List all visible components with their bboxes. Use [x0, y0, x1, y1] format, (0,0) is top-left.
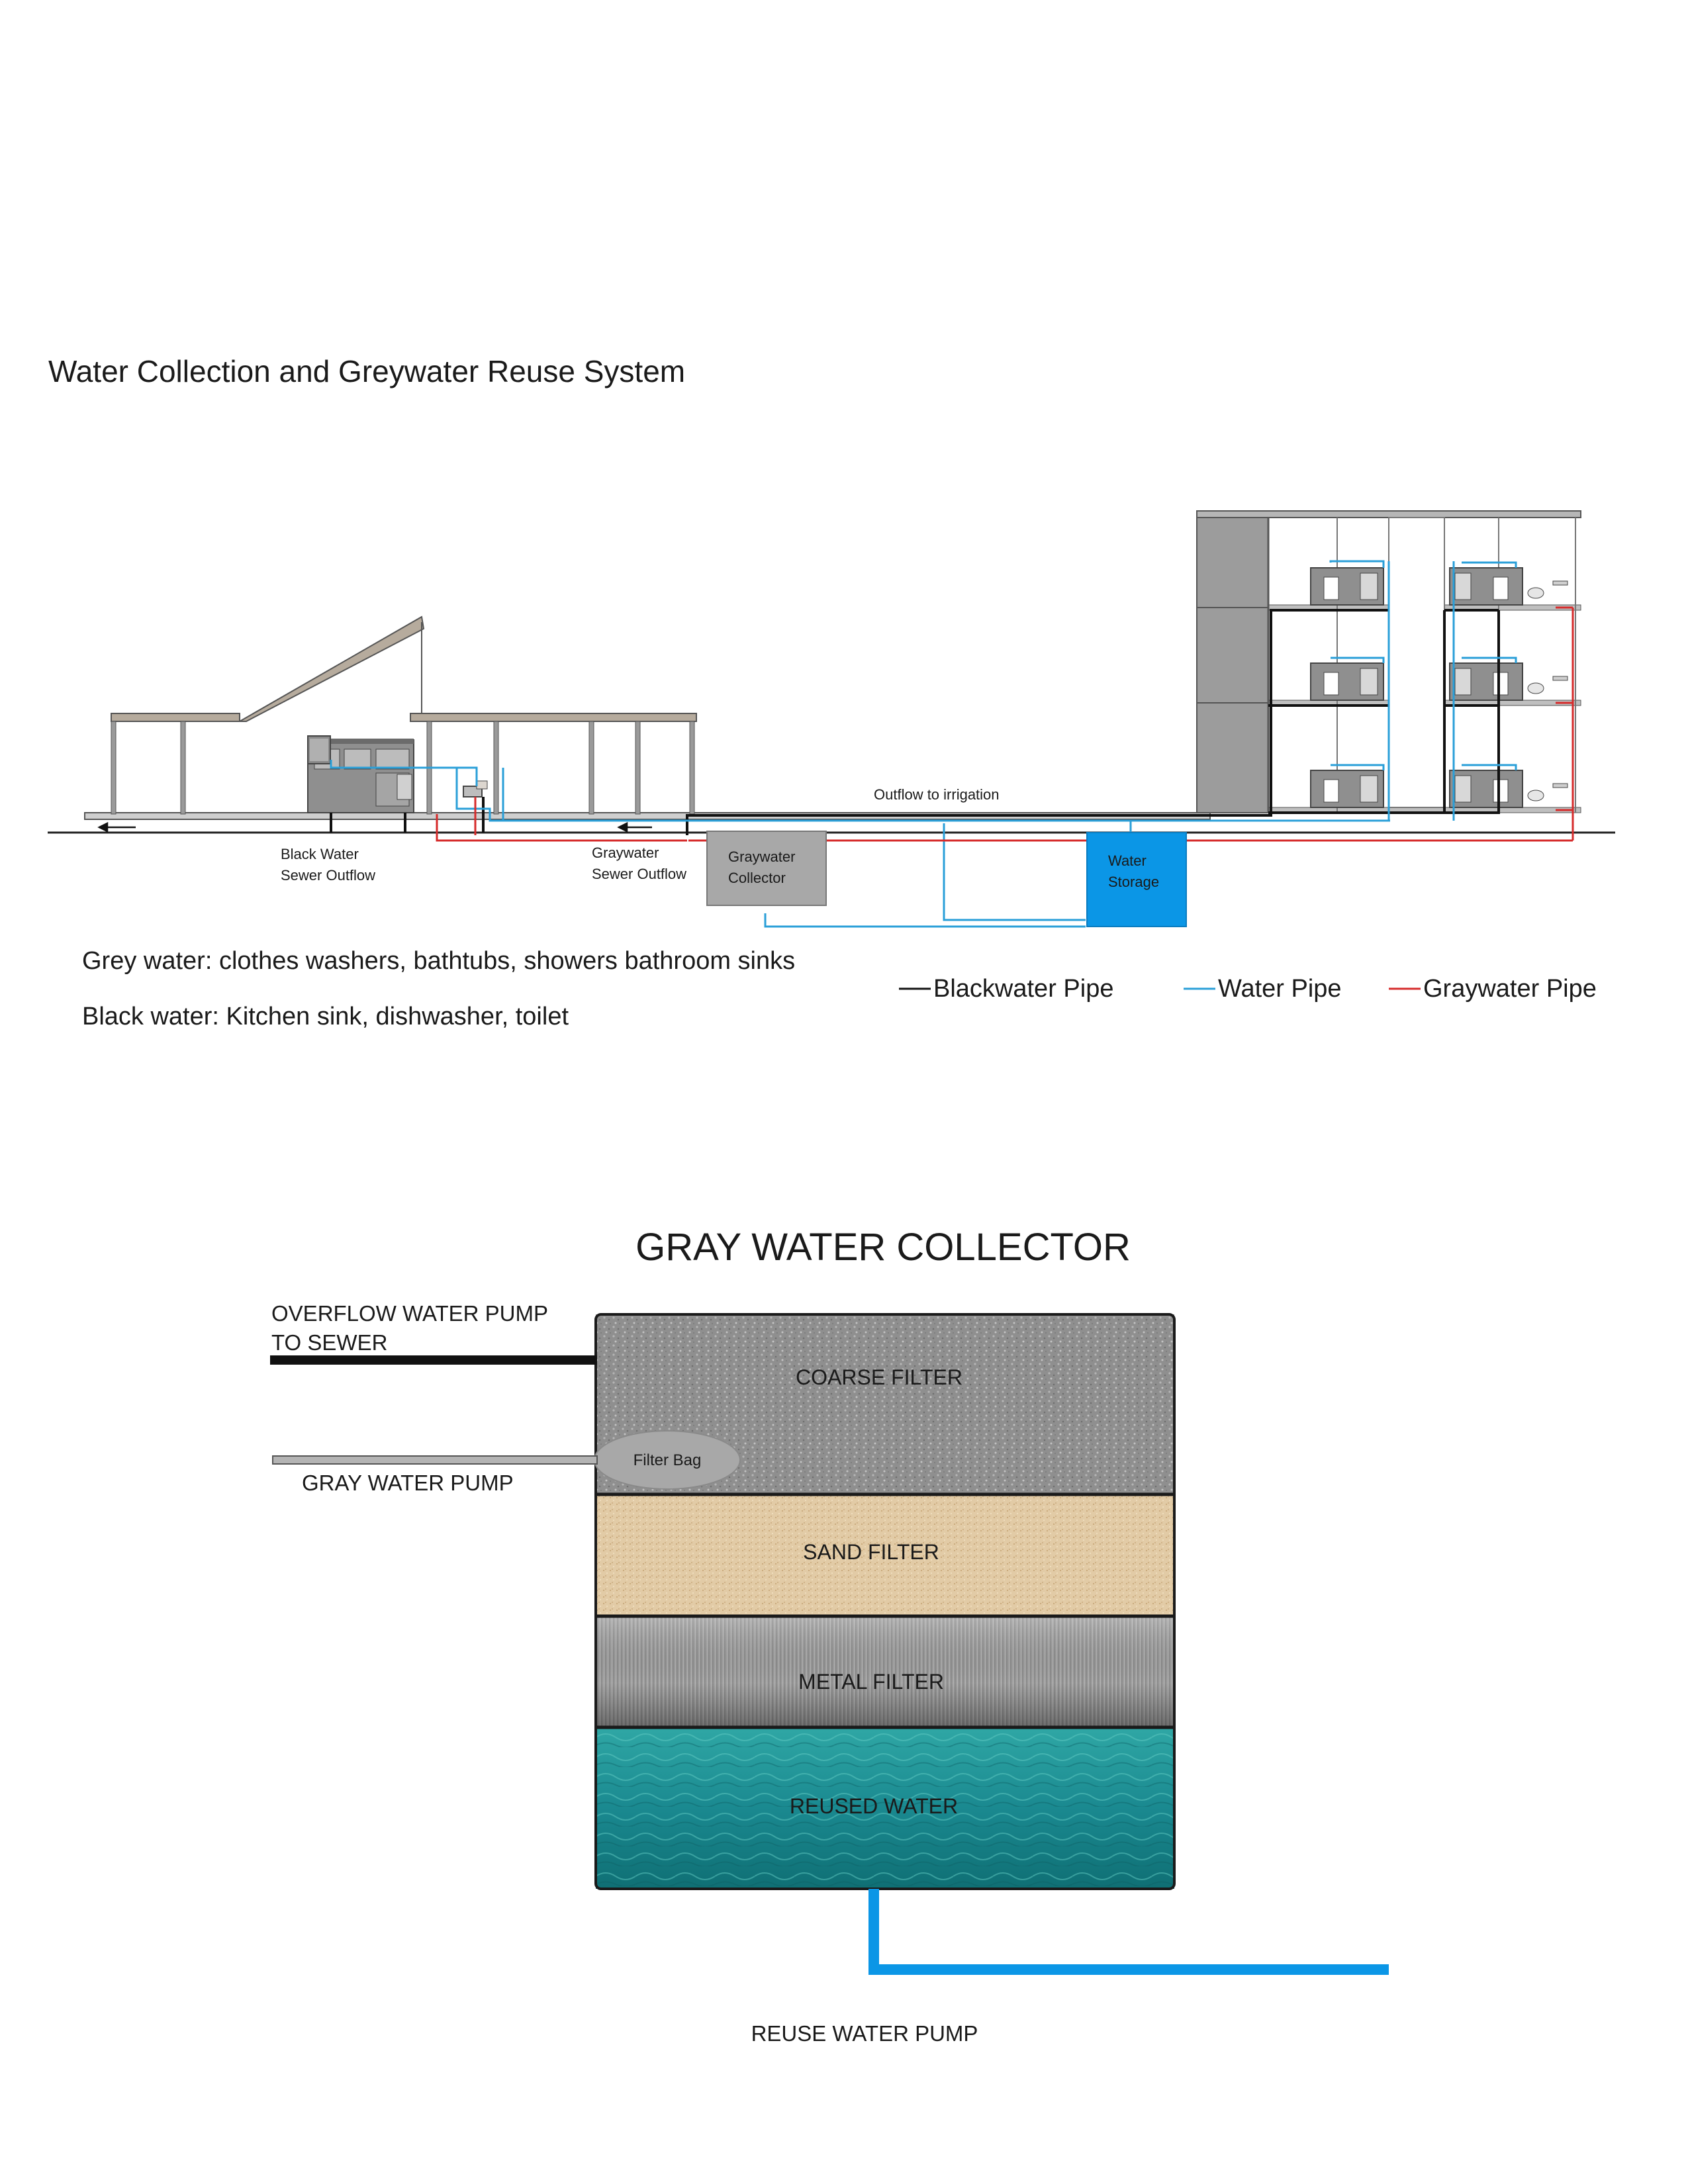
- house: [111, 615, 697, 815]
- gray-water-pump-label: GRAY WATER PUMP: [302, 1471, 514, 1495]
- reuse-water-pipe: [868, 1889, 1389, 1975]
- reuse-water-pump-label: REUSE WATER PUMP: [751, 2021, 978, 2046]
- legend-graywater-label: Graywater Pipe: [1423, 975, 1597, 1003]
- reused-water-label: REUSED WATER: [790, 1794, 958, 1818]
- legend-blackwater-label: Blackwater Pipe: [933, 975, 1113, 1003]
- apartment-building: [1196, 510, 1581, 813]
- graywater-outflow-label-2: Sewer Outflow: [592, 866, 686, 882]
- sand-filter-layer: [596, 1494, 1174, 1616]
- metal-filter-label: METAL FILTER: [798, 1670, 944, 1694]
- water-storage-label-2: Storage: [1108, 874, 1159, 890]
- filter-bag-label: Filter Bag: [633, 1451, 702, 1469]
- unit-fixtures-floor-1: [1310, 770, 1568, 808]
- water-pipes: [330, 560, 1517, 928]
- overflow-pipe: [270, 1355, 597, 1365]
- unit-fixtures-floor-3: [1310, 567, 1568, 606]
- coarse-filter-label: COARSE FILTER: [796, 1365, 962, 1389]
- graywater-collector-label-1: Graywater: [728, 848, 795, 865]
- irrigation-label: Outflow to irrigation: [874, 786, 1000, 803]
- black-water-outflow-label-1: Black Water: [281, 846, 359, 862]
- water-storage-tank: [1086, 832, 1187, 927]
- water-storage-label-1: Water: [1108, 852, 1147, 869]
- black-water-outflow-label-2: Sewer Outflow: [281, 867, 375, 884]
- building-section: Graywater Collector Water Storage Outflo…: [48, 510, 1615, 928]
- graywater-collector-box: [706, 831, 827, 906]
- unit-fixtures-floor-2: [1310, 662, 1568, 701]
- graywater-outflow-label-1: Graywater: [592, 844, 659, 861]
- grey-water-note: Grey water: clothes washers, bathtubs, s…: [82, 947, 795, 975]
- overflow-label-1: OVERFLOW WATER PUMP: [271, 1301, 548, 1326]
- graywater-collector-label-2: Collector: [728, 870, 786, 886]
- flow-arrows: [97, 821, 652, 833]
- collector-tank: Filter Bag COARSE FILTER SAND FILTER MET…: [594, 1313, 1176, 1890]
- overflow-label-2: TO SEWER: [271, 1330, 387, 1355]
- collector-title: GRAY WATER COLLECTOR: [635, 1226, 1131, 1269]
- black-water-note: Black water: Kitchen sink, dishwasher, t…: [82, 1003, 569, 1030]
- legend-water-label: Water Pipe: [1218, 975, 1342, 1003]
- pipe-legend: Blackwater Pipe Water Pipe Graywater Pip…: [899, 975, 1597, 1003]
- sand-filter-label: SAND FILTER: [803, 1540, 939, 1564]
- gray-water-pump-pipe: [272, 1455, 598, 1465]
- page-title: Water Collection and Greywater Reuse Sys…: [48, 354, 685, 388]
